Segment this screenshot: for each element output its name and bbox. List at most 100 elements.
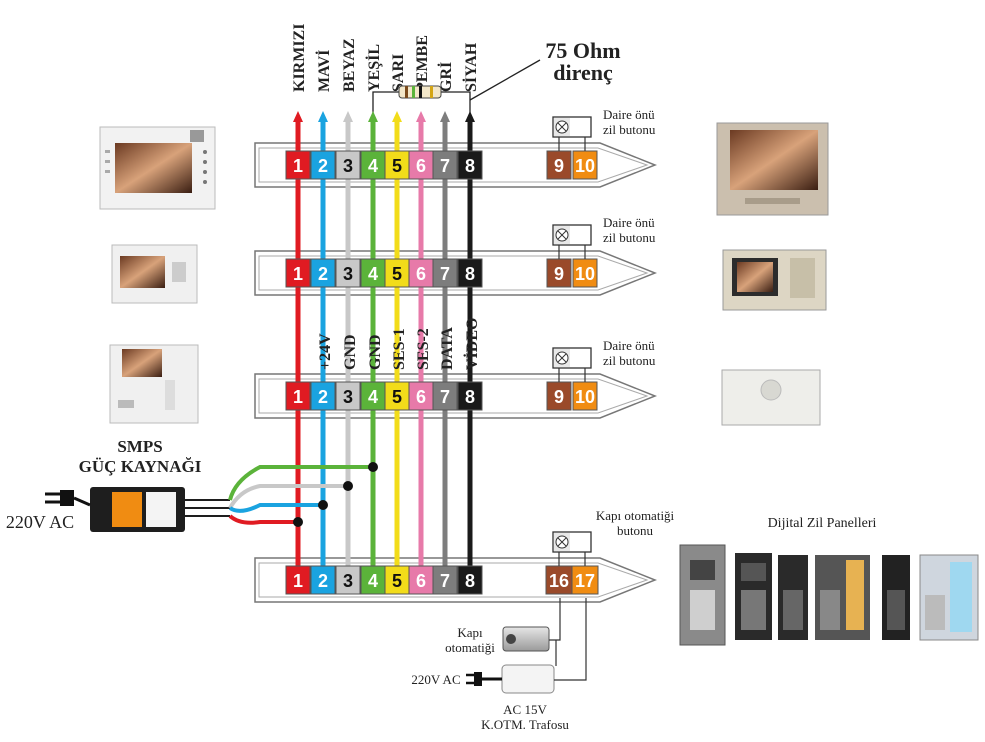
terminal-number: 8 <box>465 571 475 591</box>
terminal-number: 1 <box>293 571 303 591</box>
power-wire-1 <box>228 465 373 501</box>
lock-label-line1: Kapı <box>457 625 483 640</box>
terminal-2-1: 1 <box>285 258 311 288</box>
terminal-number: 4 <box>368 156 378 176</box>
wire-color-label: PEMBE <box>414 35 431 92</box>
bus-bar-inner-2 <box>258 255 649 291</box>
terminal-number: 7 <box>440 156 450 176</box>
smps-label-line2: GÜÇ KAYNAĞI <box>79 457 202 476</box>
terminal-2-5: 5 <box>384 258 410 288</box>
door-button: Kapı otomatiği butonu <box>596 508 675 538</box>
wire-color-label: BEYAZ <box>341 38 358 92</box>
terminal-4-6: 6 <box>408 565 434 595</box>
terminal-number: 10 <box>575 387 595 407</box>
bell-terminal-2-1: 9 <box>546 258 572 288</box>
wire-color-label: YEŞİL <box>364 44 383 92</box>
terminal-number: 4 <box>368 571 378 591</box>
terminal-1-2: 2 <box>310 150 336 180</box>
bell-terminal-3-1: 9 <box>546 381 572 411</box>
signal-label: GND <box>367 334 384 370</box>
junction-dot <box>368 462 378 472</box>
signal-label: SES-2 <box>415 328 432 370</box>
terminal-number: 6 <box>416 264 426 284</box>
terminal-2-4: 4 <box>360 258 386 288</box>
wire-color-label: SARI <box>390 54 407 92</box>
door-terminal-4-1: 16 <box>545 565 573 595</box>
wire-color-label: GRİ <box>436 62 455 92</box>
terminal-number: 9 <box>554 156 564 176</box>
bell-label-line2: zil butonu <box>603 122 656 137</box>
monitor-2-image <box>111 244 198 304</box>
bus-bar-inner-4 <box>258 562 649 598</box>
terminal-2-7: 7 <box>432 258 458 288</box>
transformer-label-line2: K.OTM. Trafosu <box>481 717 569 732</box>
bell-button-icon <box>552 116 592 151</box>
terminal-number: 2 <box>318 571 328 591</box>
terminal-number: 8 <box>465 156 475 176</box>
terminal-1-5: 5 <box>384 150 410 180</box>
bell-terminal-1-2: 10 <box>572 150 598 180</box>
smps-power-supply: SMPS GÜÇ KAYNAĞI 220V AC <box>6 437 230 532</box>
transformer-mains-label: 220V AC <box>411 672 460 687</box>
monitor-3-image <box>109 344 199 424</box>
terminal-1-3: 3 <box>335 150 361 180</box>
power-junctions <box>228 462 378 527</box>
signal-label: VİDEO <box>462 318 481 370</box>
junction-dot <box>293 517 303 527</box>
terminal-1-8: 8 <box>457 150 483 180</box>
terminal-3-1: 1 <box>285 381 311 411</box>
terminal-number: 5 <box>392 156 402 176</box>
terminal-number: 5 <box>392 264 402 284</box>
terminal-4-1: 1 <box>285 565 311 595</box>
wire-arrow-5 <box>392 111 402 122</box>
bell-terminal-3-2: 10 <box>572 381 598 411</box>
terminal-number: 7 <box>440 387 450 407</box>
terminal-4-3: 3 <box>335 565 361 595</box>
terminal-number: 6 <box>416 571 426 591</box>
wire-arrow-1 <box>293 111 303 122</box>
lock-transformer: 220V AC AC 15V K.OTM. Trafosu <box>411 598 587 732</box>
terminal-number: 4 <box>368 264 378 284</box>
bell-label-line1: Daire önü <box>603 338 655 353</box>
signal-label: +24V <box>317 333 334 370</box>
wire-arrow-6 <box>416 111 426 122</box>
terminal-number: 10 <box>575 264 595 284</box>
bell-button-icon <box>552 224 592 259</box>
bell-terminal-2-2: 10 <box>572 258 598 288</box>
terminal-number: 1 <box>293 156 303 176</box>
door-button-label-line2: butonu <box>617 523 654 538</box>
door-button-label-line1: Kapı otomatiği <box>596 508 675 523</box>
terminal-3-7: 7 <box>432 381 458 411</box>
terminal-2-8: 8 <box>457 258 483 288</box>
signal-label: DATA <box>439 327 456 370</box>
terminal-number: 5 <box>392 571 402 591</box>
wire-color-label: KIRMIZI <box>291 24 308 92</box>
terminal-2-3: 3 <box>335 258 361 288</box>
terminal-1-6: 6 <box>408 150 434 180</box>
terminal-number: 9 <box>554 264 564 284</box>
terminal-3-6: 6 <box>408 381 434 411</box>
terminal-3-3: 3 <box>335 381 361 411</box>
terminal-number: 3 <box>343 156 353 176</box>
door-terminal-4-2: 17 <box>571 565 599 595</box>
resistor-label-line2: direnç <box>553 60 613 85</box>
wire-arrow-3 <box>343 111 353 122</box>
terminal-number: 6 <box>416 156 426 176</box>
terminal-3-4: 4 <box>360 381 386 411</box>
terminal-number: 3 <box>343 264 353 284</box>
terminal-4-4: 4 <box>360 565 386 595</box>
terminal-number: 5 <box>392 387 402 407</box>
terminal-number: 1 <box>293 387 303 407</box>
transformer-label-line1: AC 15V <box>503 702 547 717</box>
door-button-icon <box>552 531 592 566</box>
wire-arrow-4 <box>368 111 378 122</box>
bell-label-line1: Daire önü <box>603 215 655 230</box>
wire-arrow-8 <box>465 111 475 122</box>
lock-label-line2: otomatiği <box>445 640 495 655</box>
bus-bars <box>254 142 658 603</box>
